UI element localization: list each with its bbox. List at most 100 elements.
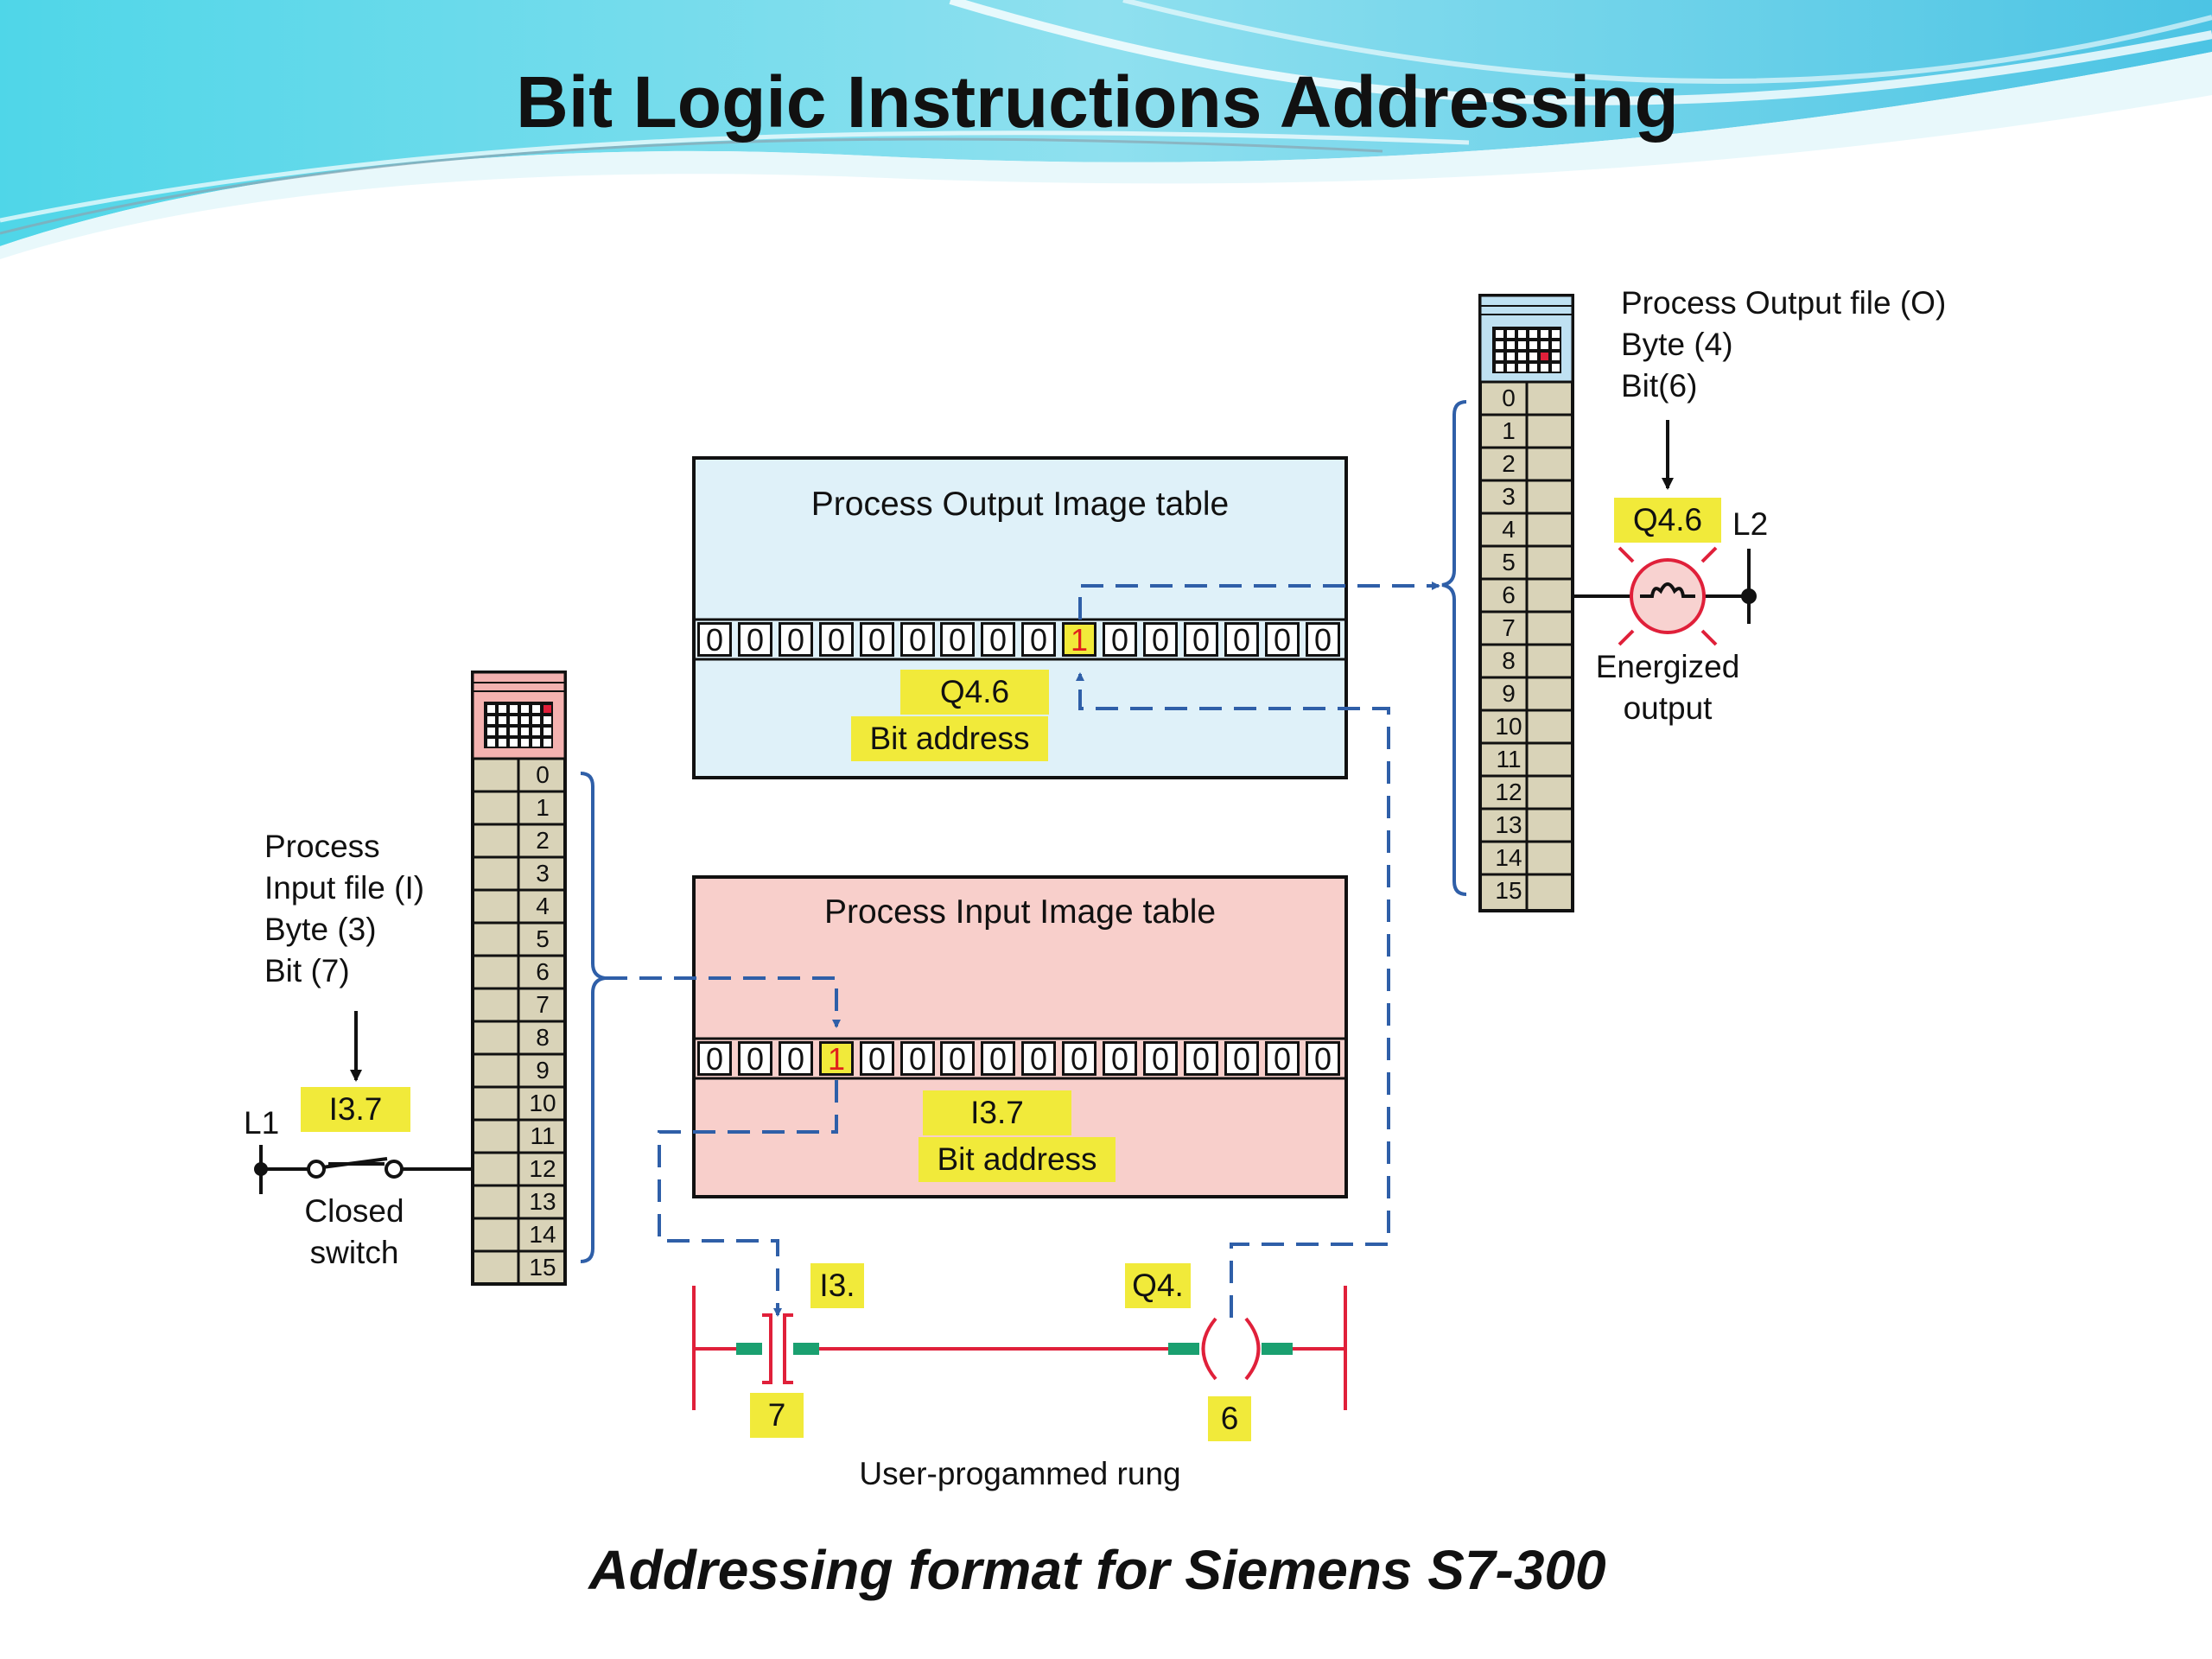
terminal-number: 14 (529, 1221, 556, 1248)
led-dot (543, 705, 551, 713)
terminal-number: 7 (1502, 614, 1516, 641)
bit-cell: 1 (1062, 622, 1096, 657)
bit-cell: 0 (1184, 1041, 1218, 1076)
input-module-to-input-table-link (605, 976, 841, 1028)
led-dot (1541, 341, 1548, 349)
input-table-to-contact-link (658, 1080, 838, 1317)
terminal-number: 5 (536, 925, 550, 952)
led-dot (1518, 364, 1526, 372)
terminal-number: 13 (529, 1188, 556, 1215)
input-address-label: Bit address (918, 1137, 1116, 1182)
input-caption-line2: Input file (I) (264, 870, 425, 906)
contact-bit-tag: 7 (750, 1393, 804, 1438)
coil-to-output-table-link (1076, 672, 1390, 1318)
terminal-number: 3 (536, 860, 550, 887)
bit-cell: 0 (900, 622, 935, 657)
bit-cell: 0 (697, 1041, 732, 1076)
led-dot (1507, 353, 1515, 360)
terminal-number: 4 (1502, 516, 1516, 543)
bit-cell: 0 (819, 622, 854, 657)
bit-cell: 0 (1265, 622, 1300, 657)
bit-cell: 0 (1143, 1041, 1178, 1076)
led-dot (487, 728, 495, 735)
led-dot (1518, 341, 1526, 349)
terminal-number: 15 (1495, 877, 1522, 904)
led-dot (1507, 364, 1515, 372)
led-dot (1507, 341, 1515, 349)
led-dot (521, 728, 529, 735)
bit-cell: 0 (1224, 1041, 1259, 1076)
terminal-number: 1 (1502, 417, 1516, 444)
switch-label-line2: switch (309, 1235, 399, 1270)
bit-cell: 0 (1265, 1041, 1300, 1076)
led-dot (510, 739, 518, 747)
output-caption-line3: Bit(6) (1621, 368, 1698, 404)
led-dot (1507, 330, 1515, 338)
bit-cell: 0 (860, 1041, 894, 1076)
led-dot (487, 716, 495, 724)
terminal-number: 15 (529, 1254, 556, 1281)
led-dot (1496, 341, 1503, 349)
energized-lamp-icon (1618, 546, 1718, 646)
switch-label-line1: Closed (304, 1193, 404, 1229)
input-caption-line1: Process (264, 829, 380, 864)
led-dot (1529, 364, 1537, 372)
lamp-label-line2: output (1623, 690, 1713, 726)
input-field-wiring (259, 1145, 473, 1194)
bit-cell: 0 (981, 622, 1015, 657)
led-dot (521, 716, 529, 724)
led-dot (532, 705, 540, 713)
terminal-number: 11 (530, 1122, 556, 1149)
led-dot (1529, 353, 1537, 360)
led-dot (499, 716, 506, 724)
bit-cell: 1 (819, 1041, 854, 1076)
l1-terminal-dot (254, 1162, 268, 1176)
led-dot (499, 728, 506, 735)
output-module-led-grid (1492, 327, 1561, 373)
input-module-brace (580, 772, 606, 1263)
output-table-to-output-module-link (1078, 582, 1440, 620)
terminal-number: 10 (1495, 713, 1522, 740)
slide-title: Bit Logic Instructions Addressing (516, 61, 1679, 143)
output-table-title: Process Output Image table (810, 486, 1230, 523)
terminal-number: 11 (1496, 746, 1522, 772)
l2-terminal-dot (1741, 588, 1757, 604)
bit-cell: 0 (940, 1041, 975, 1076)
led-dot (1496, 364, 1503, 372)
coil-address-tag: Q4. (1125, 1263, 1191, 1308)
output-address-label: Bit address (851, 716, 1048, 761)
coil-bit-tag: 6 (1208, 1396, 1251, 1441)
led-dot (487, 739, 495, 747)
bit-cell: 0 (1184, 622, 1218, 657)
led-dot (1496, 330, 1503, 338)
terminal-number: 1 (536, 794, 550, 821)
bit-cell: 0 (1021, 1041, 1056, 1076)
terminal-number: 8 (536, 1024, 550, 1051)
output-module-brace (1441, 400, 1467, 896)
input-caption-line4: Bit (7) (264, 953, 350, 988)
led-dot (499, 739, 506, 747)
input-module-led-grid (484, 702, 553, 748)
bit-cell: 0 (1224, 622, 1259, 657)
output-address-tag: Q4.6 (900, 670, 1049, 715)
ladder-rung (692, 1286, 1347, 1410)
output-field-address-tag: Q4.6 (1614, 498, 1721, 543)
bit-cell: 0 (779, 1041, 813, 1076)
led-dot (532, 739, 540, 747)
bit-cell: 0 (1021, 622, 1056, 657)
led-dot (1552, 353, 1560, 360)
led-dot (532, 716, 540, 724)
bit-cell: 0 (738, 1041, 772, 1076)
led-dot (1529, 341, 1537, 349)
lamp-label-line1: Energized (1595, 649, 1740, 684)
bit-cell: 0 (1143, 622, 1178, 657)
led-dot (1541, 353, 1548, 360)
bit-cell: 0 (1103, 622, 1137, 657)
led-dot (1496, 353, 1503, 360)
led-dot (510, 705, 518, 713)
bit-cell: 0 (1306, 622, 1340, 657)
bit-cell: 0 (697, 622, 732, 657)
led-dot (1552, 330, 1560, 338)
terminal-number: 0 (1502, 385, 1516, 411)
